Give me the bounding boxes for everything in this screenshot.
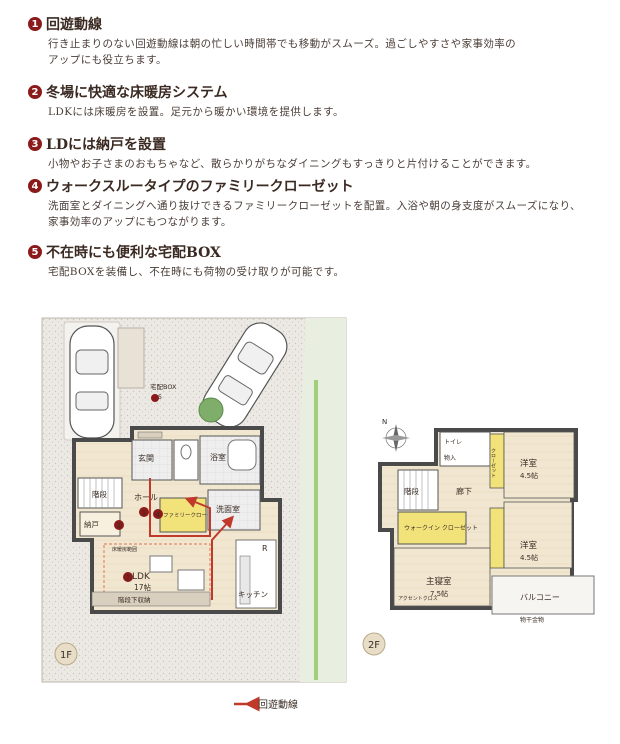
- floor-2f-badge: [362, 632, 386, 656]
- feature-title: 回遊動線: [46, 17, 102, 33]
- feature-desc-line: LDKには床暖房を設置。足元から暖かい環境を提供します。: [48, 106, 344, 118]
- kitchen-counter: [239, 555, 251, 605]
- green-strip: [300, 318, 346, 682]
- svg-text:2: 2: [126, 574, 130, 582]
- number-badge: 1: [28, 17, 42, 31]
- feature-desc-line: 小物やお子さまのおもちゃなど、散らかりがちなダイニングもすっきりと片付けることが…: [48, 158, 537, 170]
- shoe-cabinet: [137, 431, 163, 439]
- svg-text:3: 3: [117, 522, 121, 530]
- plan-badge-2: 2: [123, 572, 133, 582]
- accent-cross-label: アクセントクロス: [398, 596, 438, 602]
- balcony-label: バルコニー: [520, 593, 560, 602]
- western-room-2: [503, 501, 573, 569]
- approach-path: [117, 327, 145, 389]
- feature-desc-line: アップにも役立ちます。: [48, 54, 167, 66]
- floor-2f-label: 2F: [368, 640, 380, 651]
- western-room-1: [503, 431, 575, 499]
- feature-title: 冬場に快適な床暖房システム: [46, 85, 228, 101]
- walk-in-closet: [397, 511, 467, 545]
- ldk-size-label: 17帖: [134, 582, 152, 592]
- hall-label: ホール: [134, 493, 158, 502]
- car-icon: [202, 322, 288, 428]
- dining-table: [149, 555, 173, 573]
- floor-1f-label: 1F: [60, 650, 72, 661]
- bath-label: 浴室: [210, 452, 226, 462]
- family-closet-label: ファミリークローゼット: [163, 511, 224, 519]
- number-badge: 3: [28, 137, 42, 151]
- svg-text:1: 1: [142, 509, 146, 517]
- washroom-label: 洗面室: [216, 504, 240, 514]
- toilet-icon: [180, 444, 192, 460]
- feature-desc-line: 宅配BOXを装備し、不在時にも荷物の受け取りが可能です。: [48, 266, 345, 278]
- feature-4: 4 ウォークスルータイプのファミリークローゼット 洗面室とダイニングへ通り抜けでき…: [28, 176, 581, 230]
- tree-icon: [198, 397, 224, 423]
- feature-5: 5 不在時にも便利な宅配BOX 宅配BOXを装備し、不在時にも荷物の受け取りが可能…: [28, 242, 344, 280]
- compass-icon: N: [382, 418, 410, 452]
- feature-title: ウォークスルータイプのファミリークローゼット: [46, 179, 354, 195]
- number-badge-5: [151, 394, 159, 402]
- closet-label: クローゼット: [490, 448, 496, 478]
- western-room-1-size: 4.5帖: [520, 471, 538, 480]
- feature-desc-line: 洗面室とダイニングへ通り抜けできるファミリークローゼットを配置。入浴や朝の身支度…: [48, 200, 581, 212]
- storage-2f-label: 物入: [444, 454, 456, 462]
- stairs-label: 階段: [92, 489, 107, 499]
- delivery-box-label: 宅配BOX: [150, 382, 177, 391]
- fridge-label: R: [262, 544, 268, 553]
- feature-3: 3 LDには納戸を設置 小物やお子さまのおもちゃなど、散らかりがちなダイニングもす…: [28, 134, 537, 172]
- kitchen-label: キッチン: [238, 590, 268, 599]
- legend-label: 回遊動線: [258, 698, 298, 711]
- number-badge: 5: [28, 245, 42, 259]
- drying-hardware-label: 物干金物: [520, 616, 544, 624]
- wic-label: ウォークイン クローゼット: [404, 524, 478, 532]
- master-bedroom-size: 7.5帖: [430, 589, 448, 598]
- storage-label: 納戸: [84, 519, 99, 529]
- toilet-room: [173, 439, 199, 481]
- feature-desc-line: 家事効率のアップにもつながります。: [48, 216, 232, 228]
- entrance-room: [131, 439, 173, 481]
- plan-badge-4: 4: [153, 509, 163, 519]
- ldk-label: LDK: [132, 572, 151, 582]
- under-stairs-label: 階段下収納: [118, 595, 151, 604]
- floor-1f-badge: [54, 642, 78, 666]
- western-room-2-size: 4.5帖: [520, 553, 538, 562]
- feature-desc-line: 行き止まりのない回遊動線は朝の忙しい時間帯でも移動がスムーズ。過ごしやすさや家事…: [48, 38, 517, 50]
- number-badge: 2: [28, 85, 42, 99]
- badge-label: 5: [158, 394, 162, 401]
- entrance-label: 玄関: [138, 453, 154, 463]
- feature-1: 1 回遊動線 行き止まりのない回遊動線は朝の忙しい時間帯でも移動がスムーズ。過ごし…: [28, 14, 516, 68]
- stairs-2f: 階段: [397, 469, 439, 511]
- stairs-1f: 階段: [77, 477, 123, 509]
- plan-badge-3: 3: [114, 520, 124, 530]
- master-bedroom-label: 主寝室: [426, 576, 452, 587]
- storage-room: [79, 511, 121, 537]
- flow-arrow: [149, 478, 211, 537]
- car-icon: [69, 325, 115, 439]
- floor1-plan: 5 宅配BOX 玄関 浴室 階段 ホール 納戸 ファミリークローゼット 洗面室: [41, 317, 347, 683]
- western-room-1-label: 洋室: [520, 458, 538, 469]
- bathtub-icon: [227, 439, 257, 471]
- feature-2: 2 冬場に快適な床暖房システム LDKには床暖房を設置。足元から暖かい環境を提供し…: [28, 82, 344, 120]
- feature-title: 不在時にも便利な宅配BOX: [46, 245, 221, 261]
- balcony: [491, 575, 595, 615]
- western-room-2-label: 洋室: [520, 540, 538, 551]
- svg-text:4: 4: [156, 511, 161, 519]
- legend: 回遊動線: [234, 696, 298, 712]
- under-stairs-storage: [91, 591, 211, 607]
- plan-badge-1: 1: [139, 507, 149, 517]
- closet-2f-b: [489, 507, 505, 569]
- corridor-label: 廊下: [456, 486, 472, 496]
- stairs-2f-label: 階段: [404, 486, 419, 496]
- sofa: [177, 569, 205, 591]
- floor2-plan: N トイレ 物入 クローゼット 洋室 4.5帖 階段 廊下 ウォークイン クロー…: [362, 418, 595, 656]
- floor-heating-label: 床暖房範囲: [112, 546, 137, 553]
- number-badge: 4: [28, 179, 42, 193]
- flow-arrow: [211, 515, 235, 600]
- toilet-2f-label: トイレ: [444, 439, 462, 446]
- svg-text:N: N: [382, 418, 387, 426]
- master-bedroom: [393, 547, 491, 607]
- feature-title: LDには納戸を設置: [46, 137, 166, 153]
